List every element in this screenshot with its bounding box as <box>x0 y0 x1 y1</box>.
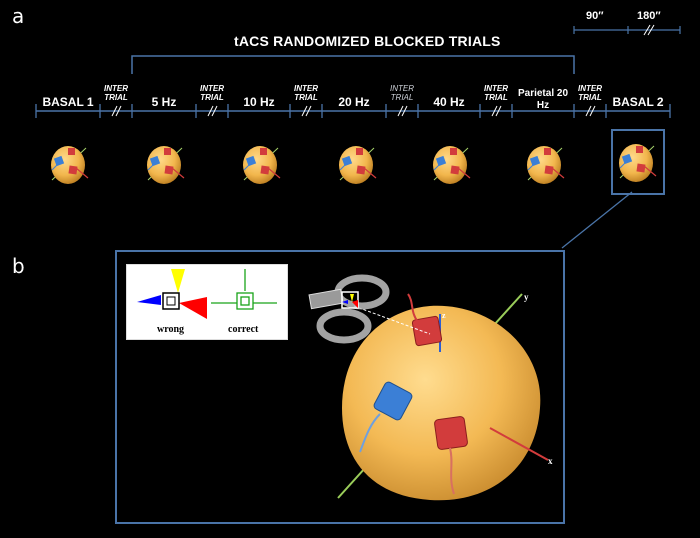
head-basal-1-icon <box>50 145 89 185</box>
duration-legend: 90″ 180″ <box>572 8 684 42</box>
blue-electrode <box>373 381 413 421</box>
duration-180-label: 180″ <box>637 10 661 22</box>
top-red-electrode <box>411 315 443 347</box>
segment-20hz: 20 Hz <box>338 95 370 109</box>
head-20hz-icon <box>338 145 377 185</box>
segment-basal-2: BASAL 2 <box>612 95 664 109</box>
segment-10hz: 10 Hz <box>243 95 275 109</box>
inset-correct-label: correct <box>228 324 259 335</box>
segment-inter-trial-6: INTER TRIAL <box>578 84 602 102</box>
z-axis-label: z <box>442 311 446 320</box>
timeline-axis <box>35 104 671 118</box>
head-parietal-20hz-icon <box>526 145 565 185</box>
segment-inter-trial-4: INTER TRIAL <box>390 84 414 102</box>
segment-inter-trial-3: INTER TRIAL <box>294 84 318 102</box>
x-axis-line <box>489 427 549 461</box>
segment-basal-1: BASAL 1 <box>42 95 94 109</box>
segment-inter-trial-2: INTER TRIAL <box>200 84 224 102</box>
panel-a-letter: a <box>12 4 25 28</box>
segment-inter-trial-5: INTER TRIAL <box>484 84 508 102</box>
head-shape <box>342 305 541 501</box>
orientation-inset: wrong correct <box>126 264 288 340</box>
inset-wrong-label: wrong <box>157 324 185 335</box>
head-5hz-icon <box>146 145 185 185</box>
segment-inter-trial-1: INTER TRIAL <box>104 84 128 102</box>
y-axis-label: y <box>524 292 529 302</box>
panel-b-letter: b <box>12 254 25 278</box>
head-40hz-icon <box>432 145 471 185</box>
segment-parietal-20hz: Parietal 20 Hz <box>517 88 569 111</box>
orientation-wrong-icon <box>137 269 277 319</box>
basal-2-highlight-box <box>611 129 665 195</box>
head-10hz-icon <box>242 145 281 185</box>
duration-scale-icon <box>573 24 681 36</box>
duration-90-label: 90″ <box>586 10 604 22</box>
coil-tracker-icon <box>308 274 390 344</box>
segment-40hz: 40 Hz <box>433 95 465 109</box>
trials-bracket <box>131 55 575 74</box>
x-axis-label: x <box>548 456 553 466</box>
segment-5hz: 5 Hz <box>151 95 177 109</box>
zoom-connector <box>561 191 633 249</box>
zoom-panel <box>115 250 565 524</box>
head-model-illustration: y x z <box>308 274 553 501</box>
lower-red-electrode <box>434 416 468 450</box>
head-basal-2-icon <box>618 143 657 183</box>
trials-title: tACS RANDOMIZED BLOCKED TRIALS <box>234 33 501 49</box>
